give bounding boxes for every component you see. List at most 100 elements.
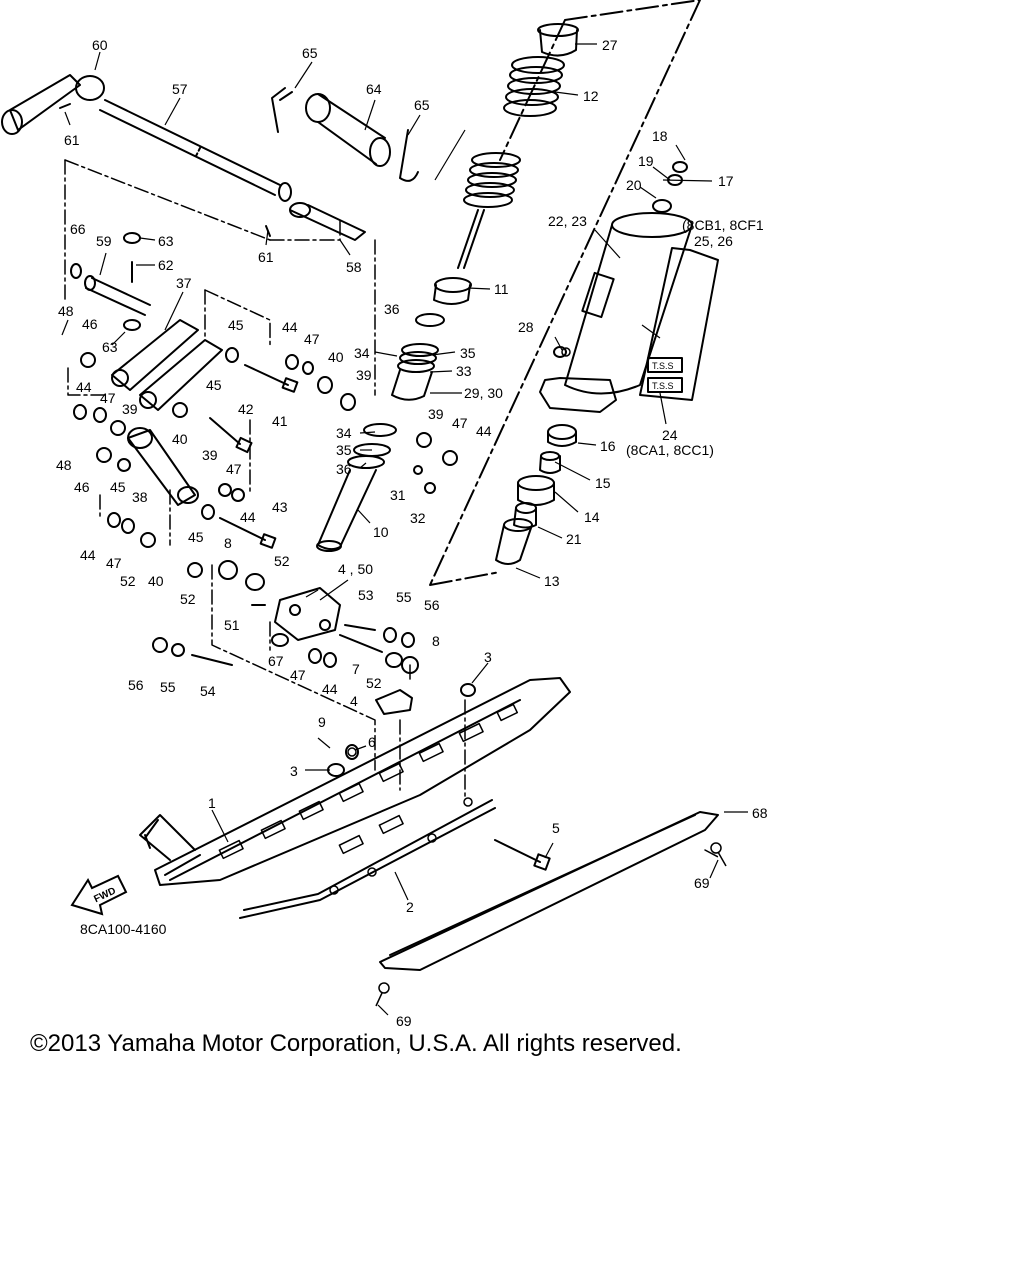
callout-52c: 52 [180, 591, 196, 607]
callout-64: 64 [366, 81, 382, 97]
callout-46a: 46 [82, 316, 98, 332]
callout-15: 15 [595, 475, 611, 491]
tss-label-1 [647, 357, 683, 373]
callout-62: 62 [158, 257, 174, 273]
callout-48a: 48 [58, 303, 74, 319]
callout-52d: 52 [366, 675, 382, 691]
callout-59: 59 [96, 233, 112, 249]
callout-18: 18 [652, 128, 668, 144]
callout-27: 27 [602, 37, 618, 53]
callout-65a: 65 [302, 45, 318, 61]
callout-39c: 39 [428, 406, 444, 422]
callout-69a: 69 [694, 875, 710, 891]
callout-leaders [61, 43, 748, 1016]
callout-55b: 55 [160, 679, 176, 695]
callout-42: 42 [238, 401, 254, 417]
callout-8b: 8 [432, 633, 440, 649]
callout-10: 10 [373, 524, 389, 540]
callout-44b: 44 [76, 379, 92, 395]
clip-part-2 [399, 129, 419, 182]
damper-block-part [375, 689, 413, 715]
callout-48b: 48 [56, 457, 72, 473]
callout-17: 17 [718, 173, 734, 189]
callout-47c: 47 [452, 415, 468, 431]
callout-66: 66 [70, 221, 86, 237]
arm-part [127, 427, 199, 506]
callout-39b: 39 [356, 367, 372, 383]
callout-16: 16 [600, 438, 616, 454]
lever-arm-part [1, 74, 105, 135]
callout-3a: 3 [484, 649, 492, 665]
callout-3b: 3 [290, 763, 298, 779]
callout-39a: 39 [122, 401, 138, 417]
shaft-part [99, 99, 292, 202]
callout-4-50: 4 , 50 [338, 561, 373, 577]
callout-47d: 47 [226, 461, 242, 477]
callout-33: 33 [456, 363, 472, 379]
callout-11: 11 [494, 281, 509, 297]
callout-34a: 34 [354, 345, 370, 361]
bracket-part [274, 587, 341, 641]
exploded-parts-diagram: FWD 8CA100-4160 T.S.S T.S.S [1, 0, 768, 1029]
callout-45a: 45 [228, 317, 244, 333]
callout-55a: 55 [396, 589, 412, 605]
callout-40c: 40 [148, 573, 164, 589]
callout-24: 24 [662, 427, 678, 443]
clip-part-1 [271, 87, 293, 133]
tss-label-text-2: T.S.S [652, 381, 674, 391]
callout-43: 43 [272, 499, 288, 515]
callout-36a: 36 [384, 301, 400, 317]
link-arm-part [111, 319, 223, 411]
callout-21: 21 [566, 531, 582, 547]
callout-35b: 35 [336, 442, 352, 458]
callout-31: 31 [390, 487, 406, 503]
copyright-notice: ©2013 Yamaha Motor Corporation, U.S.A. A… [30, 1030, 682, 1057]
callout-44d: 44 [240, 509, 256, 525]
spring-seat-part [537, 23, 579, 57]
callout-25-26: 25, 26 [694, 233, 733, 249]
callout-34b: 34 [336, 425, 352, 441]
callout-13: 13 [544, 573, 560, 589]
callout-8a: 8 [224, 535, 232, 551]
callout-68: 68 [752, 805, 768, 821]
callout-1: 1 [208, 795, 216, 811]
tss-label-2 [647, 377, 683, 393]
callout-9: 9 [318, 714, 326, 730]
callout-5: 5 [552, 820, 560, 836]
callout-57: 57 [172, 81, 188, 97]
callout-44f: 44 [322, 681, 338, 697]
callout-19: 19 [638, 153, 654, 169]
callout-60: 60 [92, 37, 108, 53]
part-number: 8CA100-4160 [80, 921, 167, 937]
callout-8cb1: (8CB1, 8CF1 [682, 217, 764, 233]
callout-45d: 45 [188, 529, 204, 545]
lower-spring-part [463, 152, 521, 208]
shock-absorber-part [316, 209, 485, 552]
shock-cover-part [539, 212, 693, 413]
callout-44e: 44 [80, 547, 96, 563]
callout-37: 37 [176, 275, 192, 291]
callout-58: 58 [346, 259, 362, 275]
callout-61a: 61 [64, 132, 80, 148]
callout-53: 53 [358, 587, 374, 603]
callout-46b: 46 [74, 479, 90, 495]
callout-7: 7 [352, 661, 360, 677]
callout-8ca1: (8CA1, 8CC1) [626, 442, 714, 458]
shaft-58-part [289, 202, 366, 241]
callout-29-30: 29, 30 [464, 385, 503, 401]
callout-67: 67 [268, 653, 284, 669]
callout-14: 14 [584, 509, 600, 525]
callout-36b: 36 [336, 461, 352, 477]
callout-38: 38 [132, 489, 148, 505]
bolts-and-pins [59, 103, 551, 871]
callout-40b: 40 [172, 431, 188, 447]
callout-63b: 63 [102, 339, 118, 355]
callout-44a: 44 [282, 319, 298, 335]
callout-56a: 56 [424, 597, 440, 613]
callout-47a: 47 [304, 331, 320, 347]
callout-45c: 45 [110, 479, 126, 495]
callout-41: 41 [272, 413, 288, 429]
callout-35a: 35 [460, 345, 476, 361]
callout-22-23: 22, 23 [548, 213, 587, 229]
callout-47e: 47 [106, 555, 122, 571]
